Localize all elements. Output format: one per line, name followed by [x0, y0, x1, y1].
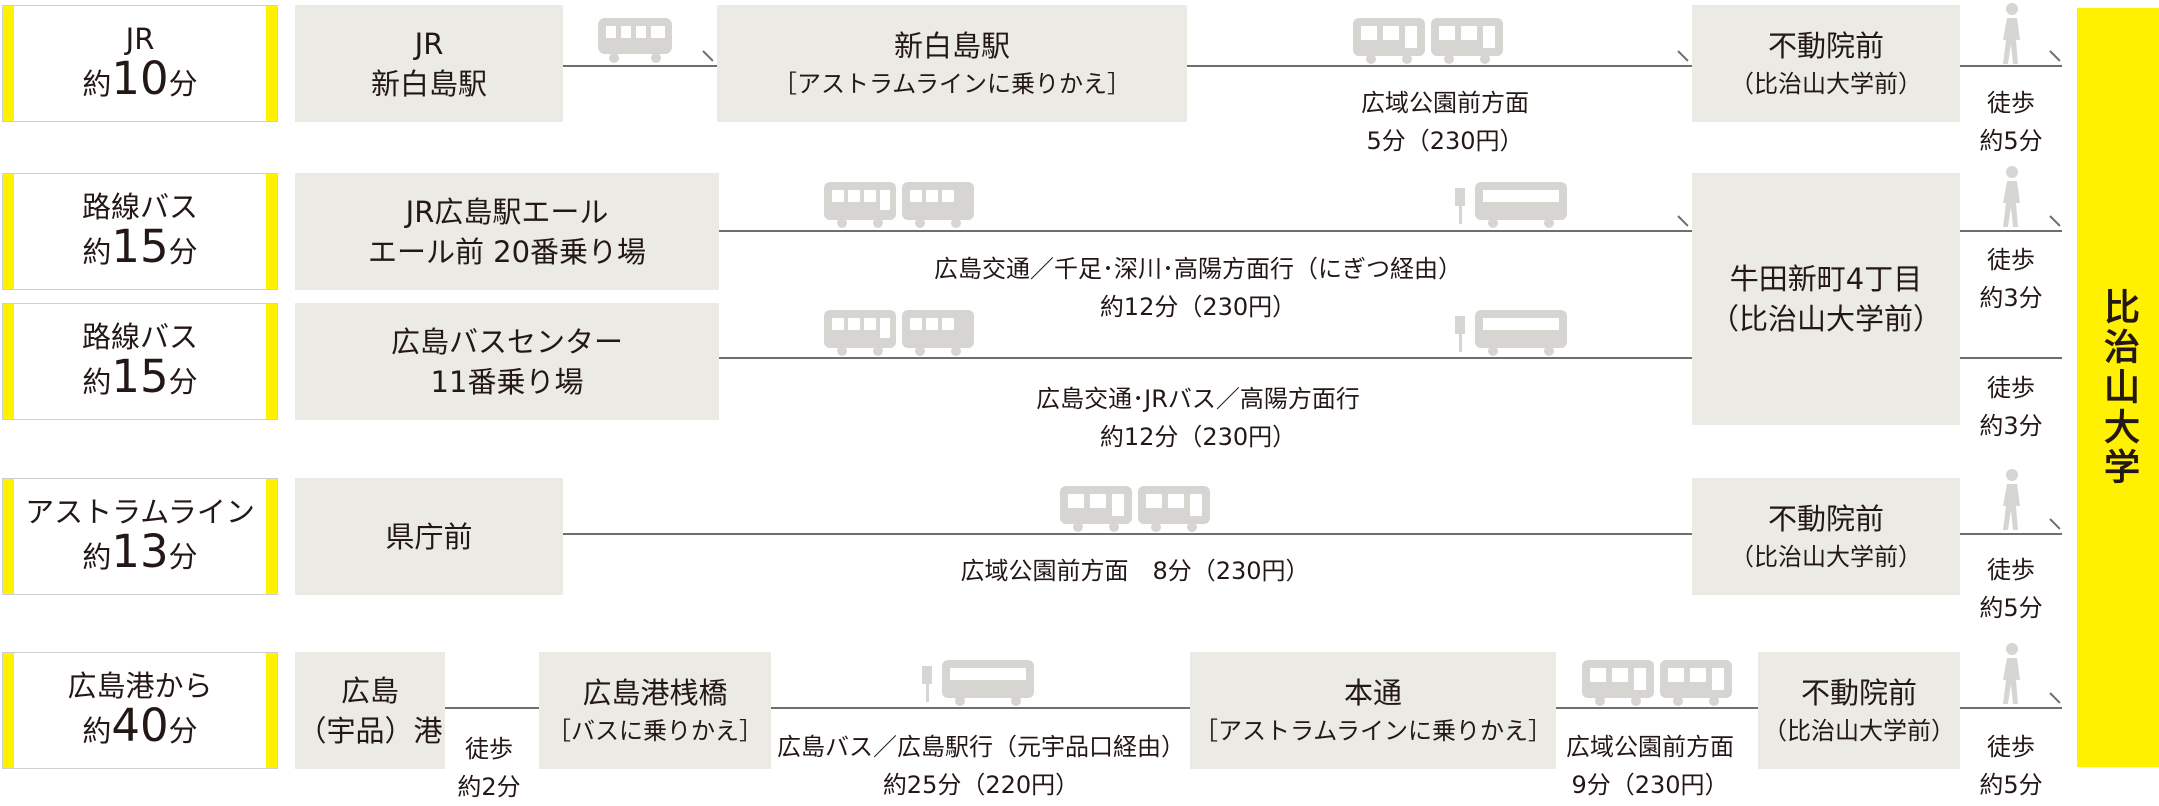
train-icon	[598, 18, 672, 63]
stop-fudoin-1: 不動院前 （比治山大学前）	[1692, 5, 1960, 122]
route-label-jr: JR 約10分	[2, 5, 278, 122]
connector-line	[719, 230, 1692, 232]
arrow-tick	[2049, 50, 2061, 62]
route-label-bus-2: 路線バス 約15分	[2, 303, 278, 420]
caption-walk-3: 徒歩約3分	[1979, 374, 2043, 440]
connector-line	[1960, 707, 2062, 709]
stop-fudoin-4: 不動院前 （比治山大学前）	[1692, 478, 1960, 595]
stop-port-pier: 広島港桟橋 ［バスに乗りかえ］	[539, 652, 771, 769]
route-name: 広島港から	[67, 669, 213, 703]
connector-line	[563, 533, 1692, 535]
arrow-tick	[2049, 518, 2061, 530]
bus-icon	[824, 182, 974, 228]
stop-ushita-shinmachi: 牛田新町4丁目 （比治山大学前）	[1692, 173, 1960, 425]
route-name: アストラムライン	[25, 495, 255, 529]
connector-line	[563, 65, 717, 67]
walking-person-icon	[2003, 643, 2020, 704]
arrow-tick	[1677, 50, 1689, 62]
bus-stop-icon	[1455, 310, 1567, 356]
route-name: JR	[125, 22, 155, 56]
bus-stop-icon	[1455, 182, 1567, 228]
arrow-tick	[2049, 215, 2061, 227]
caption-walk-4: 徒歩約5分	[1979, 556, 2043, 622]
caption-walk-5a: 徒歩約2分	[457, 735, 521, 801]
stop-jr-hiroshima-ale: JR広島駅エール エール前 20番乗り場	[295, 173, 719, 290]
connector-line	[1960, 65, 2062, 67]
connector-line	[1187, 65, 1692, 67]
route-time: 約15分	[82, 220, 198, 273]
route-label-bus-1: 路線バス 約15分	[2, 173, 278, 290]
stop-kencho-mae: 県庁前	[295, 478, 563, 595]
destination-banner: 比治山大学	[2077, 8, 2159, 767]
connector-line	[1556, 707, 1758, 709]
connector-line	[445, 707, 539, 709]
connector-line	[1960, 230, 2062, 232]
destination-label: 比治山大学	[2098, 287, 2139, 488]
connector-line	[1960, 533, 2062, 535]
stop-hondori: 本通 ［アストラムラインに乗りかえ］	[1190, 652, 1556, 769]
stop-ujina-port: 広島 （宇品）港	[295, 652, 445, 769]
arrow-tick	[702, 50, 714, 62]
route-time: 約13分	[82, 525, 198, 578]
caption-bus-2: 広島交通／千足･深川･高陽方面行（にぎつ経由）約12分（230円）	[934, 255, 1462, 321]
monorail-icon	[1353, 18, 1503, 64]
caption-walk-5b: 徒歩約5分	[1979, 733, 2043, 799]
route-time: 約10分	[82, 52, 198, 105]
caption-astram-4: 広域公園前方面 8分（230円）	[960, 557, 1310, 585]
arrow-tick	[1677, 215, 1689, 227]
connector-line	[719, 357, 1692, 359]
monorail-icon	[1060, 486, 1210, 532]
walking-person-icon	[2003, 3, 2020, 64]
caption-bus-3: 広島交通･JRバス／高陽方面行約12分（230円）	[1036, 385, 1360, 451]
connector-line	[771, 707, 1190, 709]
stop-jr-shinhakushima: JR 新白島駅	[295, 5, 563, 122]
route-name: 路線バス	[81, 190, 198, 224]
caption-walk-1: 徒歩約5分	[1979, 89, 2043, 155]
connector-line	[1960, 357, 2062, 359]
route-label-port: 広島港から 約40分	[2, 652, 278, 769]
arrow-tick	[2049, 692, 2061, 704]
bus-stop-icon	[922, 660, 1034, 706]
route-label-astram: アストラムライン 約13分	[2, 478, 278, 595]
walking-person-icon	[2003, 469, 2020, 530]
caption-bus-5: 広島バス／広島駅行（元宇品口経由）約25分（220円）	[777, 733, 1185, 799]
route-time: 約15分	[82, 350, 198, 403]
route-name: 路線バス	[81, 320, 198, 354]
caption-walk-2: 徒歩約3分	[1979, 246, 2043, 312]
stop-bus-center: 広島バスセンター 11番乗り場	[295, 303, 719, 420]
walking-person-icon	[2003, 166, 2020, 227]
bus-icon	[824, 310, 974, 356]
stop-shinhakushima-transfer: 新白島駅 ［アストラムラインに乗りかえ］	[717, 5, 1187, 122]
monorail-icon	[1582, 660, 1732, 706]
route-time: 約40分	[82, 699, 198, 752]
stop-fudoin-5: 不動院前 （比治山大学前）	[1758, 652, 1960, 769]
